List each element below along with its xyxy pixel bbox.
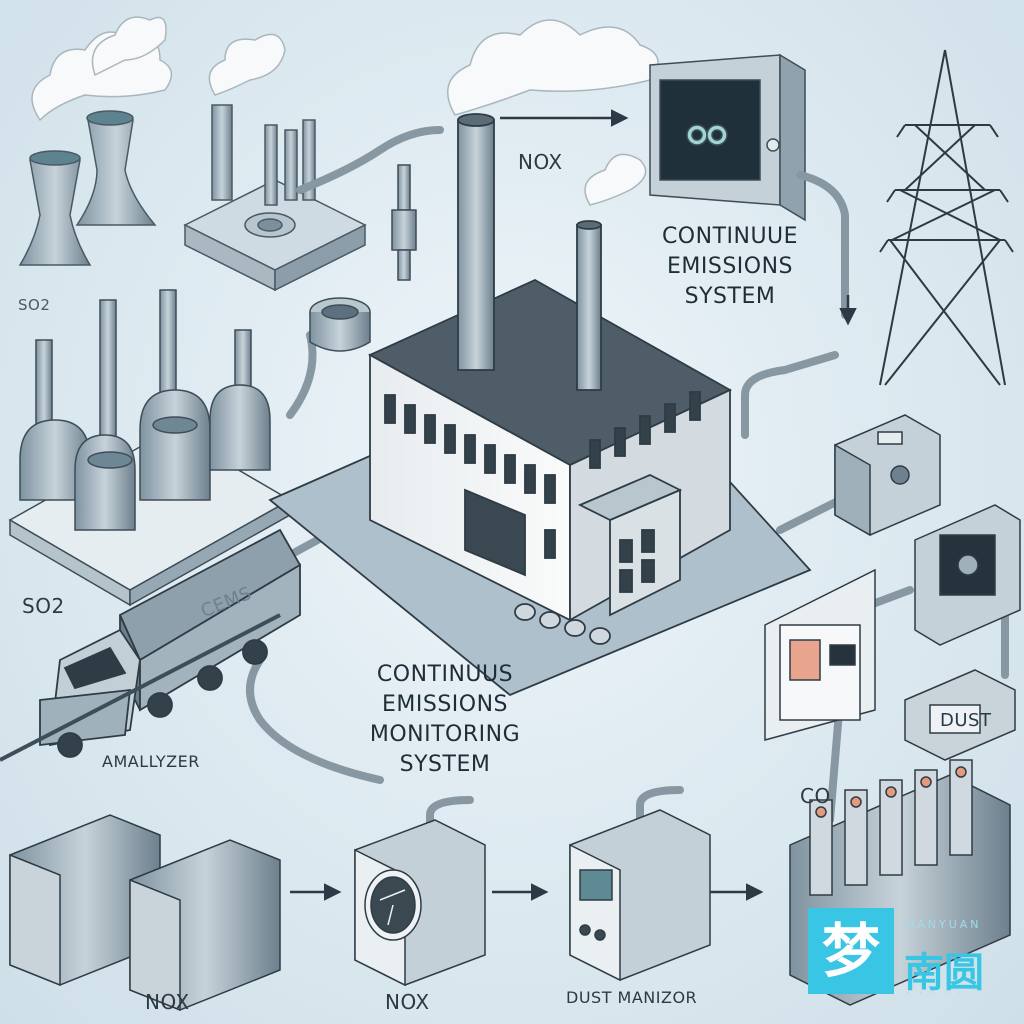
- dust-box-label: DUST: [940, 710, 992, 731]
- bottom-equipment: [9, 759, 1011, 1012]
- sampling-probe: [309, 164, 417, 352]
- watermark-logo: 梦: [808, 908, 894, 994]
- center-title-line-1: CONTINUUS: [376, 662, 514, 687]
- panel-title-line-1: CONTINUUE: [661, 224, 799, 249]
- factory: [268, 113, 812, 697]
- cooling-towers: [18, 110, 157, 266]
- center-title-line-3: MONITORING: [369, 722, 521, 747]
- dust-monitor-label: DUST MANIZOR: [566, 988, 698, 1007]
- top-monitor: [649, 53, 806, 222]
- center-title: CONTINUUS EMISSIONS MONITORING SYSTEM: [330, 660, 560, 780]
- scrubber-cluster: [8, 289, 292, 607]
- nox-label-top: NOX: [518, 150, 563, 174]
- panel-title-line-2: EMISSIONS: [666, 254, 794, 279]
- bottom-nox-label-1: NOX: [145, 990, 190, 1014]
- co-label: CO: [800, 784, 831, 808]
- smoke-clouds: [31, 16, 659, 206]
- analyzer-label: AMALLYZER: [102, 752, 200, 771]
- watermark-text: 南圆: [904, 950, 984, 996]
- center-title-line-4: SYSTEM: [399, 752, 491, 777]
- small-plant: [183, 104, 367, 292]
- transmission-tower: [879, 49, 1014, 386]
- so2-label-faint: SO2: [18, 296, 51, 314]
- watermark-sub: · · · · ·: [906, 986, 965, 999]
- cems-truck: [0, 528, 302, 762]
- analyzer-boxes-right: [764, 414, 1021, 761]
- watermark-pinyin: NANYUAN: [906, 918, 982, 931]
- center-title-line-2: EMISSIONS: [381, 692, 509, 717]
- so2-label: SO2: [22, 594, 65, 618]
- bottom-nox-label-2: NOX: [385, 990, 430, 1014]
- panel-title-top: CONTINUUE EMISSIONS SYSTEM: [630, 222, 830, 312]
- panel-title-line-3: SYSTEM: [684, 284, 776, 309]
